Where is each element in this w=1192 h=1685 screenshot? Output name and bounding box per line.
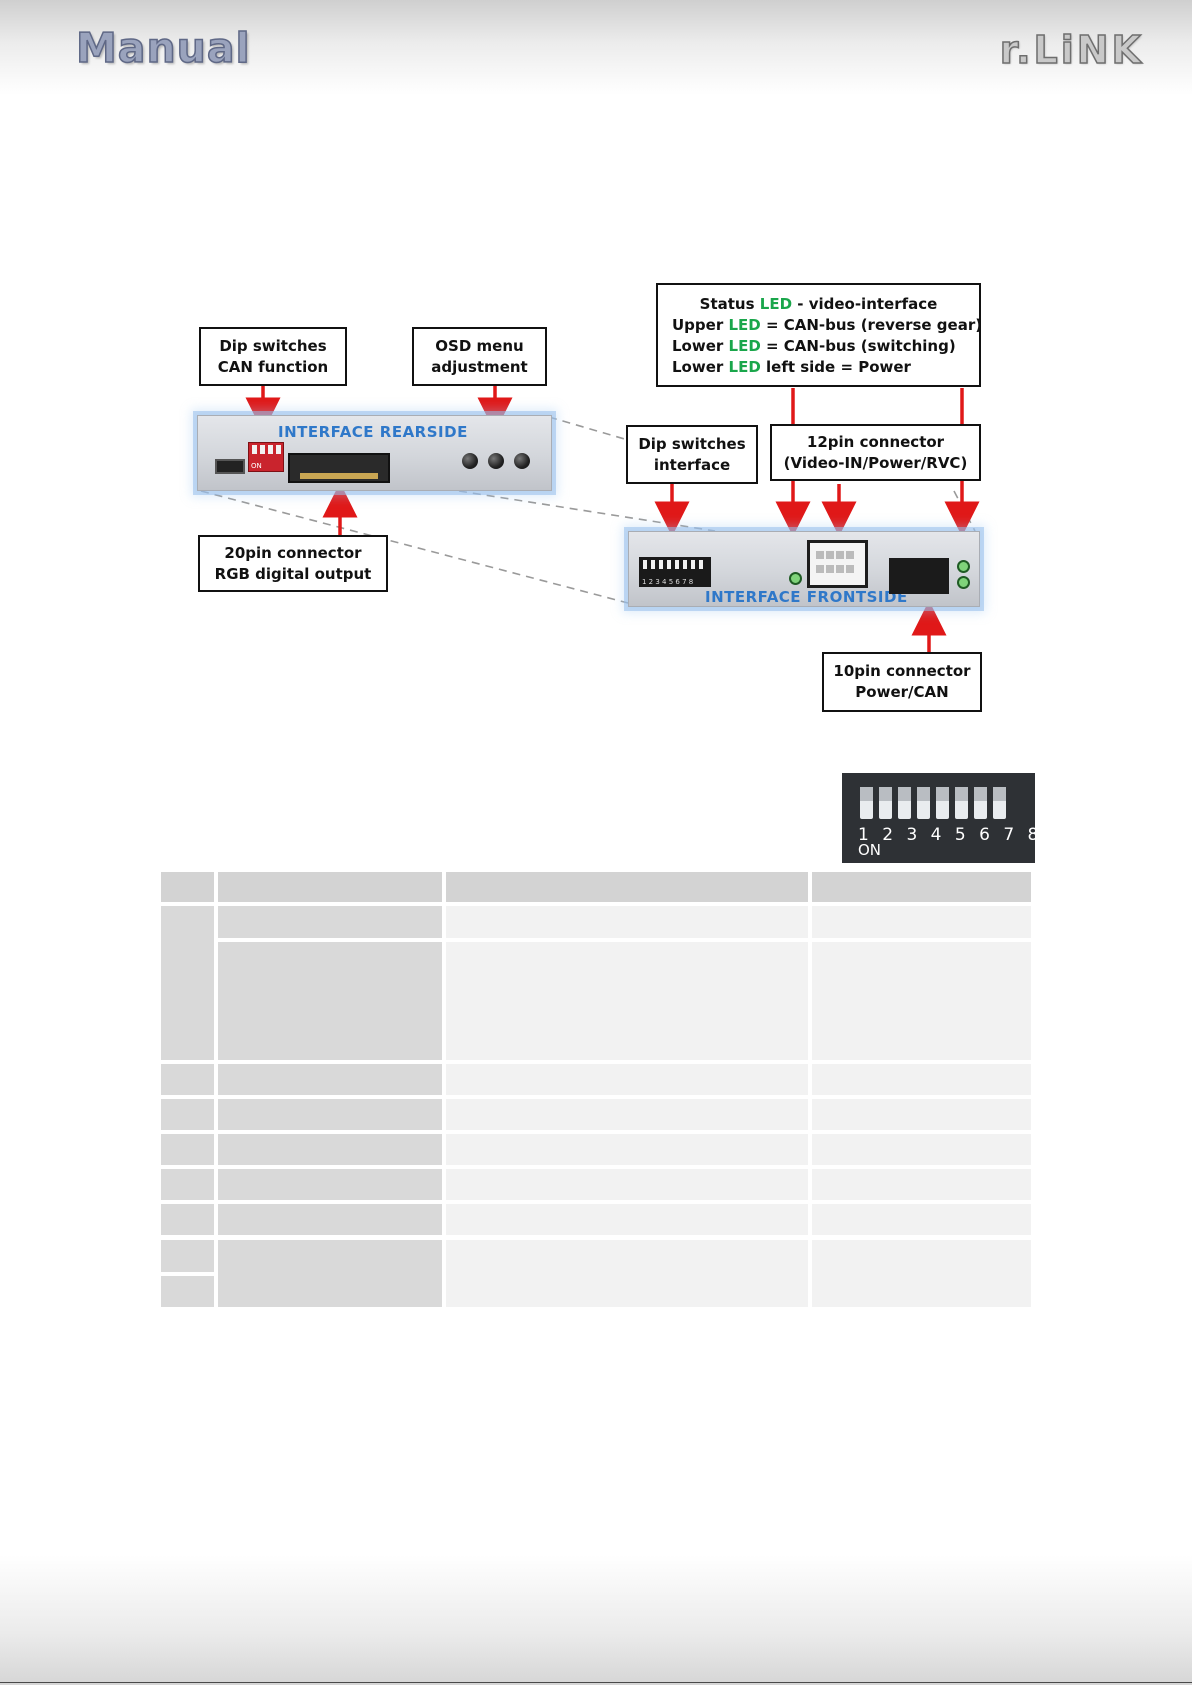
callout-12pin: 12pin connector(Video-IN/Power/RVC) <box>770 424 981 481</box>
table-cell <box>446 1169 808 1200</box>
manual-logo: Manual <box>75 23 251 73</box>
table-cell <box>218 942 442 1060</box>
connector-12pin <box>807 540 868 588</box>
rlink-logo: r.LiNK <box>999 27 1144 73</box>
table-cell <box>161 1064 214 1095</box>
dip-photo-numbers: 1 2 3 4 5 6 7 8 <box>858 825 1043 845</box>
table-cell <box>161 1240 214 1272</box>
table-cell <box>446 1204 808 1235</box>
can-dip-on: ON <box>251 462 262 470</box>
dip-switch-photo: 1 2 3 4 5 6 7 8 ON <box>842 773 1038 863</box>
table-cell <box>812 1064 1031 1095</box>
connector-20pin <box>288 453 390 483</box>
interface-rearside-panel: INTERFACE REARSIDE ON <box>197 415 552 491</box>
table-cell <box>161 1276 214 1307</box>
table-header-cell <box>161 872 214 902</box>
table-cell <box>161 1099 214 1130</box>
table-cell <box>446 906 808 938</box>
table-cell <box>218 1204 442 1235</box>
table-cell <box>812 1169 1031 1200</box>
lower-led <box>957 576 970 589</box>
guide-line <box>548 416 629 441</box>
interface-dip-switch: 1 2 3 4 5 6 7 8 <box>639 557 711 587</box>
table-cell <box>446 1240 808 1307</box>
dip-photo-on: ON <box>858 841 882 859</box>
can-dip-switch: ON <box>248 442 284 472</box>
interface-frontside-panel: INTERFACE FRONTSIDE 1 2 3 4 5 6 7 8 <box>628 531 980 607</box>
table-cell <box>218 906 442 938</box>
connector-10pin <box>889 558 949 594</box>
table-cell <box>812 1204 1031 1235</box>
callout-status-led: Status LED - video-interface Upper LED =… <box>656 283 982 387</box>
diagram-lines <box>200 386 980 652</box>
table-cell <box>446 1099 808 1130</box>
osd-button <box>514 453 530 469</box>
table-cell <box>218 1064 442 1095</box>
guide-line <box>953 490 976 532</box>
table-cell <box>161 1204 214 1235</box>
page-footer <box>0 1555 1192 1685</box>
power-led <box>789 572 802 585</box>
upper-led <box>957 560 970 573</box>
table-header-cell <box>446 872 808 902</box>
table-cell <box>218 1134 442 1165</box>
table-cell <box>218 1169 442 1200</box>
page-header: Manual r.LiNK <box>0 0 1192 95</box>
table-cell <box>446 1064 808 1095</box>
guide-line <box>458 490 716 532</box>
table-cell <box>218 1099 442 1130</box>
table-cell <box>446 1134 808 1165</box>
table-header-cell <box>812 872 1031 902</box>
table-cell <box>812 1099 1031 1130</box>
interface-dip-numbers: 1 2 3 4 5 6 7 8 <box>642 578 694 586</box>
interface-diagram: INTERFACE REARSIDE ON INTERFACE FRONTSID… <box>0 0 1192 730</box>
table-cell <box>446 942 808 1060</box>
guide-line <box>200 490 629 604</box>
table-cell <box>218 1240 442 1307</box>
frontside-label: INTERFACE FRONTSIDE <box>705 588 908 606</box>
usb-port <box>215 459 245 474</box>
table-cell <box>161 1134 214 1165</box>
table-cell <box>161 906 214 1060</box>
osd-button <box>488 453 504 469</box>
rearside-label: INTERFACE REARSIDE <box>278 423 468 441</box>
table-cell <box>161 1169 214 1200</box>
table-cell <box>812 1240 1031 1307</box>
table-cell <box>812 1134 1031 1165</box>
osd-button <box>462 453 478 469</box>
footer-rule <box>0 1682 1192 1683</box>
table-cell <box>812 942 1031 1060</box>
table-cell <box>812 906 1031 938</box>
table-header-cell <box>218 872 442 902</box>
